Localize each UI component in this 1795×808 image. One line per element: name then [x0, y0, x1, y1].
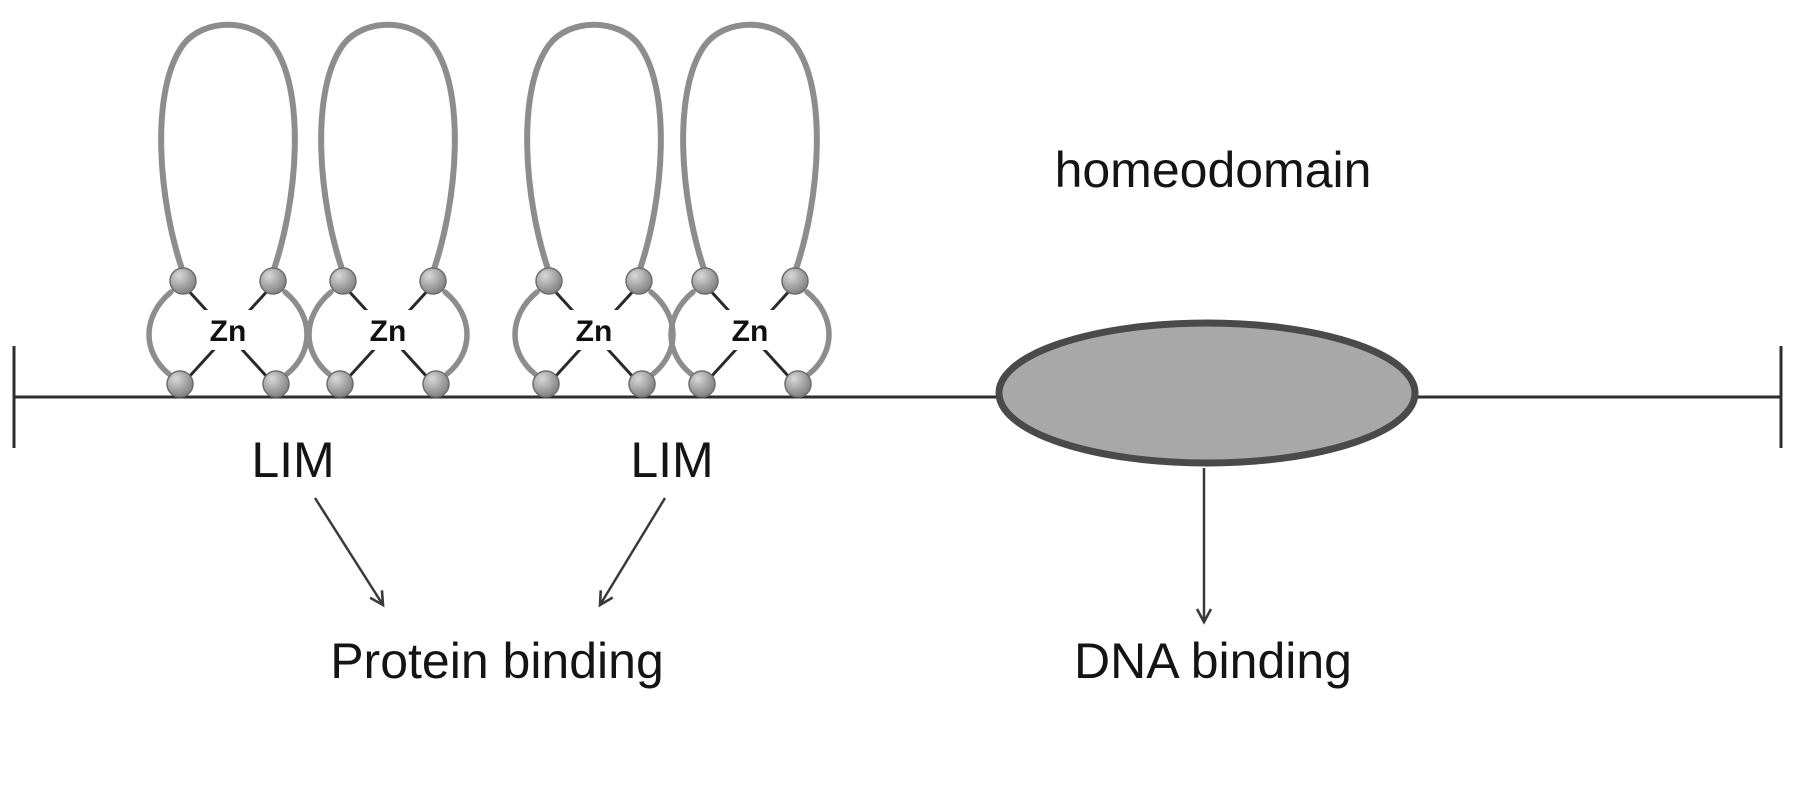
zn-label-background — [724, 310, 776, 350]
zn-label-background — [568, 310, 620, 350]
residue-sphere — [628, 370, 656, 398]
zinc-finger-left-arc — [306, 289, 334, 377]
residue-sphere — [166, 370, 194, 398]
zn-label-background — [362, 310, 414, 350]
zn-label: Zn — [732, 315, 769, 348]
zinc-finger-3: Zn — [512, 21, 676, 398]
residue-sphere — [781, 267, 809, 295]
lim-label-2: LIM — [630, 432, 713, 488]
lim1-to-protein-binding-arrow — [313, 497, 385, 608]
residue-sphere — [535, 267, 563, 295]
residue-sphere — [691, 267, 719, 295]
zinc-finger-left-arc — [512, 289, 540, 377]
zinc-finger-left-arc — [668, 289, 696, 377]
residue-sphere — [326, 370, 354, 398]
zn-label: Zn — [370, 315, 407, 348]
protein-binding-label: Protein binding — [330, 633, 664, 689]
residue-sphere — [169, 267, 197, 295]
zinc-finger-loop — [680, 21, 820, 275]
zn-label-background — [202, 310, 254, 350]
homeodomain-label: homeodomain — [1055, 142, 1372, 198]
zinc-finger-loop — [524, 21, 664, 275]
residue-sphere — [532, 370, 560, 398]
zinc-finger-loop — [318, 21, 458, 275]
residue-sphere — [419, 267, 447, 295]
residue-sphere — [625, 267, 653, 295]
residue-sphere — [329, 267, 357, 295]
lim-label-1: LIM — [251, 432, 334, 488]
zinc-finger-4: Zn — [668, 21, 832, 398]
zinc-finger-right-arc — [804, 289, 832, 377]
residue-sphere — [422, 370, 450, 398]
zinc-finger-1: Zn — [146, 21, 310, 398]
zinc-finger-2: Zn — [306, 21, 470, 398]
homeodomain-ellipse — [995, 319, 1419, 467]
zinc-finger-right-arc — [282, 289, 310, 377]
lim2-to-protein-binding-arrow — [598, 497, 667, 608]
zn-label: Zn — [210, 315, 247, 348]
dna-binding-label: DNA binding — [1074, 633, 1352, 689]
residue-sphere — [259, 267, 287, 295]
residue-sphere — [784, 370, 812, 398]
zn-label: Zn — [576, 315, 613, 348]
zinc-finger-right-arc — [442, 289, 470, 377]
zinc-finger-left-arc — [146, 289, 174, 377]
residue-sphere — [262, 370, 290, 398]
residue-sphere — [688, 370, 716, 398]
zinc-finger-loop — [158, 21, 298, 275]
